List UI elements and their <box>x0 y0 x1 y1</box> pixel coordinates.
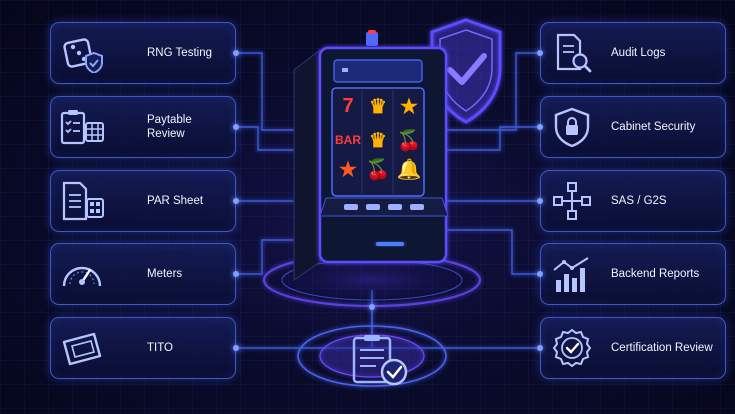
card-label: SAS / G2S <box>611 195 667 207</box>
reel-symbol-crown: ♛ <box>369 95 387 118</box>
connector-dot <box>537 50 543 56</box>
card-meters[interactable]: Meters <box>50 243 236 305</box>
reel-symbol-cherry: 🍒 <box>365 158 391 181</box>
bar-chart-trend-icon <box>541 244 603 304</box>
card-label: Backend Reports <box>611 268 700 280</box>
connector-dot <box>537 198 543 204</box>
card-audit-logs[interactable]: Audit Logs <box>540 22 726 84</box>
card-label: Cabinet Security <box>611 121 696 133</box>
card-backend-reports[interactable]: Backend Reports <box>540 243 726 305</box>
connector-dot <box>233 124 239 130</box>
reel-symbol-star: ★ <box>339 158 357 181</box>
card-certification-review[interactable]: Certification Review <box>540 317 726 379</box>
card-label: Certification Review <box>611 342 713 354</box>
ticket-icon <box>51 318 113 378</box>
connector-dot <box>233 271 239 277</box>
card-rng-testing[interactable]: RNG Testing <box>50 22 236 84</box>
card-label: Meters <box>147 268 183 280</box>
document-magnifier-icon <box>541 23 603 83</box>
gauge-icon <box>51 244 113 304</box>
card-paytable-review[interactable]: Paytable Review <box>50 96 236 158</box>
connector-dot <box>233 198 239 204</box>
reel-symbol-seven: 7 <box>342 94 354 117</box>
badge-check-icon <box>541 318 603 378</box>
card-tito[interactable]: TITO <box>50 317 236 379</box>
connector-dot <box>369 304 375 310</box>
dice-shield-icon <box>51 23 113 83</box>
slot-machine <box>293 30 449 281</box>
connector-dot <box>537 124 543 130</box>
clipboard-table-icon <box>51 97 113 157</box>
card-label: PAR Sheet <box>147 195 204 207</box>
reel-symbol-crown: ♛ <box>369 129 387 152</box>
reel-symbol-bar: BAR <box>335 133 361 147</box>
connector-dot <box>537 345 543 351</box>
card-label: RNG Testing <box>147 47 212 59</box>
card-par-sheet[interactable]: PAR Sheet <box>50 170 236 232</box>
clipboard-check-icon <box>352 335 408 386</box>
reel-symbol-star: ★ <box>400 95 418 118</box>
card-label: Audit Logs <box>611 47 666 59</box>
reel-symbol-bell: 🔔 <box>396 158 422 181</box>
card-sas-g2s[interactable]: SAS / G2S <box>540 170 726 232</box>
connector-dot <box>233 50 239 56</box>
card-cabinet-security[interactable]: Cabinet Security <box>540 96 726 158</box>
card-label: TITO <box>147 342 173 354</box>
network-nodes-icon <box>541 171 603 231</box>
connector-dot <box>537 271 543 277</box>
card-label: Paytable Review <box>147 114 192 140</box>
document-sheet-icon <box>51 171 113 231</box>
reel-symbol-cherry: 🍒 <box>396 129 422 152</box>
connector-dot <box>233 345 239 351</box>
lock-shield-icon <box>541 97 603 157</box>
